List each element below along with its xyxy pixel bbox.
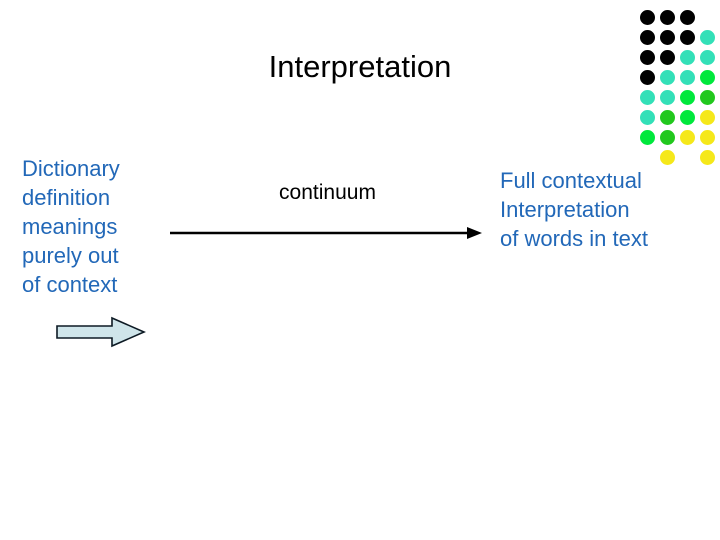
block-arrow-right-icon	[56, 316, 146, 348]
page-title: Interpretation	[268, 49, 452, 84]
grid-dot	[680, 50, 695, 65]
left-text-line: meanings	[22, 214, 118, 239]
left-text-line: of context	[22, 272, 118, 297]
grid-dot	[640, 50, 655, 65]
right-text-line: of words in text	[500, 226, 648, 251]
grid-dot	[680, 30, 695, 45]
grid-dot	[660, 150, 675, 165]
grid-dot	[700, 50, 715, 65]
grid-dot	[700, 30, 715, 45]
grid-dot	[680, 90, 695, 105]
grid-dot	[680, 70, 695, 85]
continuum-arrow-icon	[170, 227, 482, 239]
grid-dot	[640, 110, 655, 125]
grid-dot	[680, 130, 695, 145]
grid-dot	[640, 10, 655, 25]
full-contextual-interpretation-text: Full contextual Interpretation of words …	[500, 166, 700, 253]
right-text-line: Full contextual	[500, 168, 642, 193]
continuum-label: continuum	[279, 181, 376, 204]
left-text-line: purely out	[22, 243, 119, 268]
grid-dot	[640, 90, 655, 105]
grid-dot	[660, 130, 675, 145]
grid-dot	[640, 130, 655, 145]
grid-dot	[660, 10, 675, 25]
grid-dot	[660, 110, 675, 125]
grid-dot	[640, 70, 655, 85]
left-text-line: Dictionary	[22, 156, 120, 181]
dictionary-definition-text: Dictionary definition meanings purely ou…	[22, 154, 162, 299]
grid-dot	[640, 30, 655, 45]
grid-dot	[700, 70, 715, 85]
grid-dot	[680, 10, 695, 25]
grid-dot	[680, 110, 695, 125]
right-text-line: Interpretation	[500, 197, 630, 222]
grid-dot	[700, 90, 715, 105]
decorative-dot-grid	[640, 10, 718, 165]
grid-dot	[700, 130, 715, 145]
grid-dot	[660, 90, 675, 105]
grid-dot	[700, 110, 715, 125]
grid-dot	[660, 70, 675, 85]
grid-dot	[700, 150, 715, 165]
grid-dot	[660, 50, 675, 65]
left-text-line: definition	[22, 185, 111, 210]
grid-dot	[660, 30, 675, 45]
